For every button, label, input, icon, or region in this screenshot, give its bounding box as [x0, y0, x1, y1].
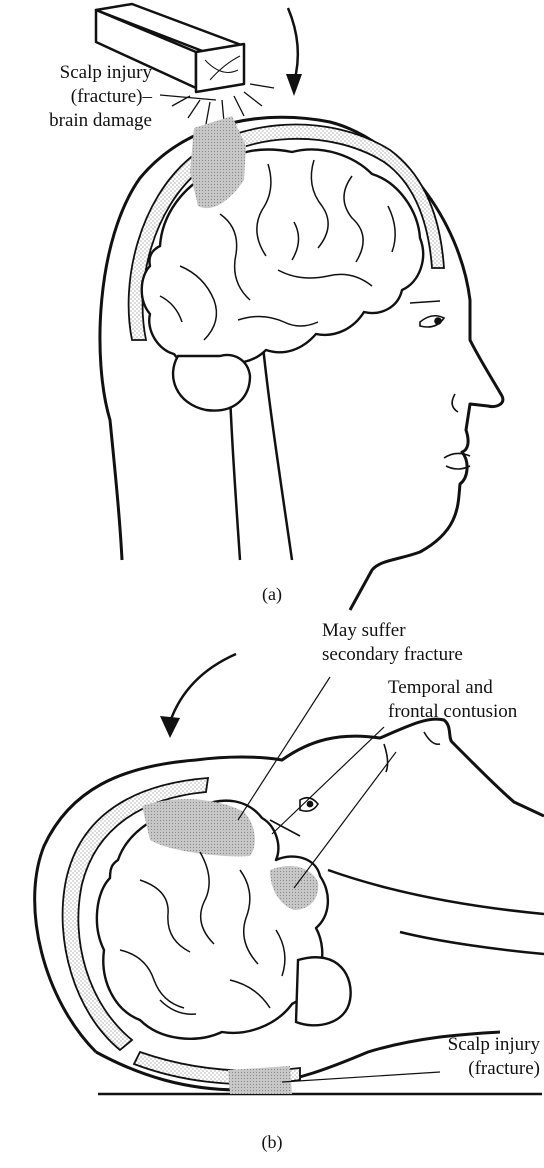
- label-secondary-fracture-line2: secondary fracture: [322, 644, 463, 665]
- neck-b: [328, 870, 544, 914]
- face-details: [410, 301, 470, 469]
- label-secondary-fracture-line1: May suffer: [322, 620, 406, 641]
- face-details-b: [270, 732, 440, 836]
- scalp-injury-shade-b: [228, 1066, 292, 1094]
- label-scalp-injury-a-line2: (fracture)–: [71, 86, 153, 107]
- cerebellum: [173, 355, 250, 411]
- impact-arrow-icon: [286, 8, 302, 96]
- scalp-leader-line-a: [160, 95, 216, 100]
- label-contusion-line1: Temporal and: [388, 677, 493, 698]
- label-scalp-injury-b-line2: (fracture): [468, 1058, 540, 1079]
- panel-a: Scalp injury (fracture)– brain damage (a…: [49, 4, 503, 610]
- label-scalp-injury-a-line1: Scalp injury: [60, 62, 153, 83]
- label-scalp-injury-a-line3: brain damage: [49, 110, 152, 131]
- caption-a: (a): [262, 584, 282, 605]
- panel-b: May suffer secondary fracture Temporal a…: [35, 620, 544, 1153]
- label-scalp-injury-b-line1: Scalp injury: [448, 1034, 541, 1055]
- cerebellum-b: [296, 957, 351, 1025]
- label-contusion-line2: frontal contusion: [388, 701, 518, 722]
- caption-b: (b): [262, 1132, 283, 1153]
- neck-b-2: [400, 932, 544, 954]
- impact-arrow-icon: [160, 654, 236, 738]
